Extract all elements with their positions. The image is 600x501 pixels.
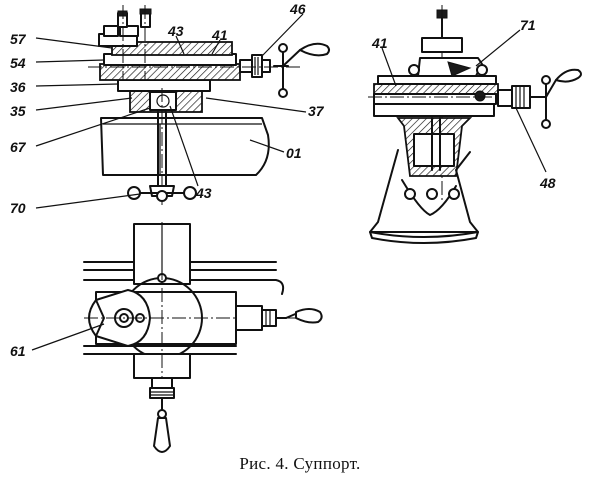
label-01: 01 (286, 145, 302, 161)
label-67: 67 (10, 139, 27, 155)
plan-view-leaders (31, 323, 105, 351)
label-61: 61 (10, 343, 26, 359)
label-70: 70 (10, 200, 26, 216)
plan-view (83, 222, 323, 453)
label-37: 37 (308, 103, 325, 119)
label-43-bottom: 43 (195, 185, 212, 201)
label-46: 46 (289, 1, 306, 17)
figure-caption: Рис. 4. Суппорт. (239, 454, 361, 473)
label-36: 36 (10, 79, 26, 95)
front-view-leaders (35, 13, 307, 209)
label-48: 48 (539, 175, 556, 191)
label-71: 71 (520, 17, 536, 33)
label-54: 54 (10, 55, 26, 71)
front-view (88, 5, 330, 205)
label-35: 35 (10, 103, 26, 119)
side-view (368, 5, 582, 244)
label-41-side: 41 (371, 35, 388, 51)
label-57: 57 (10, 31, 27, 47)
part-labels: 57 54 36 35 67 70 43 41 46 37 01 43 41 7… (10, 1, 556, 359)
side-view-leaders (381, 29, 547, 173)
label-43-top: 43 (167, 23, 184, 39)
label-41-top: 41 (211, 27, 228, 43)
